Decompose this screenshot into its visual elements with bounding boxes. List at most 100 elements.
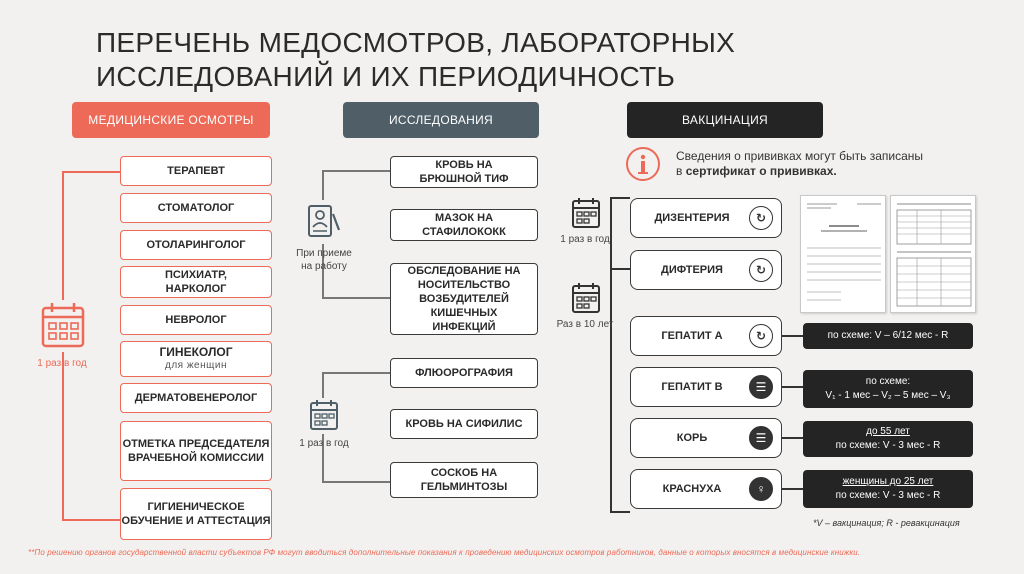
scheme-text-1: по схеме:	[865, 376, 911, 387]
research-item-label-3: ВОЗБУДИТЕЛЕЙ	[419, 293, 509, 305]
person-icon: ♀	[749, 477, 773, 501]
vaccination-bracket-year-line	[610, 197, 612, 269]
refresh-icon: ↻	[749, 206, 773, 230]
research-item-syphilis: КРОВЬ НА СИФИЛИС	[390, 409, 538, 439]
research-year-label: 1 раз в год	[299, 438, 349, 449]
vaccination-item-diphtheria: ДИФТЕРИЯ ↻	[630, 250, 782, 290]
research-item-label: ФЛЮОРОГРАФИЯ	[415, 367, 513, 379]
vaccination-bracket-10-line	[610, 270, 612, 512]
research-item-fluorography: ФЛЮОРОГРАФИЯ	[390, 358, 538, 388]
certificate-table-illustration	[896, 203, 972, 307]
research-hire-label: При приеме на работу	[286, 247, 362, 273]
vaccination-item-label: ДИФТЕРИЯ	[661, 264, 723, 276]
connector-hepatitis-a	[782, 335, 803, 337]
vaccination-info-line-1: Сведения о прививках могут быть записаны	[676, 149, 924, 163]
medical-item-label: ГИНЕКОЛОГ	[159, 345, 233, 359]
scheme-hepatitis-b: по схеме: V₁ - 1 мес – V₂ – 5 мес – V₃	[803, 370, 973, 408]
connector-rubella	[782, 488, 803, 490]
refresh-icon: ↻	[749, 324, 773, 348]
vaccination-year-icon-wrap	[568, 196, 604, 232]
info-icon	[626, 147, 660, 181]
vaccination-item-rubella: КРАСНУХА ♀	[630, 469, 782, 509]
medical-item-label: ОТОЛАРИНГОЛОГ	[146, 239, 246, 251]
medical-item-label-2: НАРКОЛОГ	[165, 283, 227, 295]
legend-note: *V – вакцинация; R - ревакцинация	[813, 518, 960, 528]
certificate-illustration	[807, 203, 881, 301]
research-bracket-year-top	[322, 372, 390, 374]
vaccination-item-label: ГЕПАТИТ В	[661, 381, 723, 393]
page-title: ПЕРЕЧЕНЬ МЕДОСМОТРОВ, ЛАБОРАТОРНЫХ ИССЛЕ…	[96, 26, 735, 94]
research-item-label: МАЗОК НА	[434, 212, 494, 224]
refresh-icon: ↻	[749, 258, 773, 282]
vaccination-item-hepatitis-b: ГЕПАТИТ В ☰	[630, 367, 782, 407]
scheme-text-2: V₁ - 1 мес – V₂ – 5 мес – V₃	[825, 390, 951, 401]
medical-item-label: ТЕРАПЕВТ	[167, 165, 225, 177]
research-bracket-hire-top	[322, 170, 390, 172]
document-person-icon	[308, 205, 341, 237]
stack-icon: ☰	[749, 426, 773, 450]
research-item-label: КРОВЬ НА СИФИЛИС	[405, 418, 523, 430]
info-icon-wrap	[625, 146, 661, 182]
vaccination-10-label: Раз в 10 лет	[556, 319, 614, 330]
research-item-staph: МАЗОК НА СТАФИЛОКОКК	[390, 209, 538, 241]
vaccination-info-prefix: в	[676, 164, 686, 178]
medical-item-label: ПСИХИАТР,	[165, 269, 227, 281]
research-hire-icon-wrap	[303, 200, 343, 244]
vaccination-10-icon-wrap	[568, 281, 604, 317]
medical-item-dentist: СТОМАТОЛОГ	[120, 193, 272, 223]
medical-bracket-bottom	[62, 519, 120, 521]
medical-item-gynecologist: ГИНЕКОЛОГ для женщин	[120, 341, 272, 377]
connector-hepatitis-b	[782, 386, 803, 388]
research-item-label-2: НОСИТЕЛЬСТВО	[417, 279, 511, 291]
medical-item-neurologist: НЕВРОЛОГ	[120, 305, 272, 335]
research-item-label: СОСКОБ НА	[430, 467, 498, 479]
research-hire-line-1: При приеме	[296, 248, 352, 259]
scheme-text-1: женщины до 25 лет	[842, 476, 934, 487]
medical-item-dermatologist: ДЕРМАТОВЕНЕРОЛОГ	[120, 383, 272, 413]
research-bracket-year-bottom	[322, 481, 390, 483]
medical-item-label: СТОМАТОЛОГ	[157, 202, 235, 214]
vaccination-info-bold: сертификат о прививках.	[685, 164, 837, 178]
research-bracket-hire-bottom	[322, 297, 390, 299]
research-item-label-2: ГЕЛЬМИНТОЗЫ	[420, 481, 508, 493]
medical-item-commission: ОТМЕТКА ПРЕДСЕДАТЕЛЯ ВРАЧЕБНОЙ КОМИССИИ	[120, 421, 272, 481]
stack-icon: ☰	[749, 375, 773, 399]
research-item-label-2: СТАФИЛОКОКК	[422, 226, 506, 238]
calendar-icon	[310, 400, 338, 430]
scheme-hepatitis-a: по схеме: V – 6/12 мес - R	[803, 323, 973, 349]
medical-item-sub: для женщин	[165, 360, 227, 371]
footnote: **По решению органов государственной вла…	[28, 548, 861, 557]
calendar-icon	[572, 283, 600, 313]
medical-item-label: ДЕРМАТОВЕНЕРОЛОГ	[134, 392, 258, 404]
vaccination-item-label: КРАСНУХА	[662, 483, 722, 495]
research-item-intestinal: ОБСЛЕДОВАНИЕ НА НОСИТЕЛЬСТВО ВОЗБУДИТЕЛЕ…	[390, 263, 538, 335]
scheme-text: по схеме: V – 6/12 мес - R	[827, 330, 949, 341]
vaccination-item-hepatitis-a: ГЕПАТИТ А ↻	[630, 316, 782, 356]
research-hire-line-2: на работу	[301, 261, 347, 272]
vaccination-info: Сведения о прививках могут быть записаны…	[676, 149, 966, 179]
title-line-2: ИССЛЕДОВАНИЙ И ИХ ПЕРИОДИЧНОСТЬ	[96, 61, 676, 92]
medical-item-hygiene: ГИГИЕНИЧЕСКОЕ ОБУЧЕНИЕ И АТТЕСТАЦИЯ	[120, 488, 272, 540]
certificate-image-right	[890, 195, 976, 313]
research-item-label: ОБСЛЕДОВАНИЕ НА	[407, 265, 521, 277]
title-line-1: ПЕРЕЧЕНЬ МЕДОСМОТРОВ, ЛАБОРАТОРНЫХ	[96, 27, 736, 58]
research-year-icon-wrap	[305, 398, 343, 434]
medical-item-label-2: ВРАЧЕБНОЙ КОМИССИИ	[128, 452, 264, 464]
research-item-label-4: КИШЕЧНЫХ	[430, 307, 498, 319]
vaccination-info-line-2: в сертификат о прививках.	[676, 164, 966, 179]
calendar-icon	[41, 303, 85, 348]
medical-period-label: 1 раз в год	[37, 358, 87, 369]
medical-item-psychiatrist: ПСИХИАТР, НАРКОЛОГ	[120, 266, 272, 298]
certificate-image-left	[800, 195, 886, 313]
scheme-text-2: по схеме: V - 3 мес - R	[835, 440, 941, 451]
scheme-measles: до 55 лет по схеме: V - 3 мес - R	[803, 421, 973, 457]
medical-item-label: ГИГИЕНИЧЕСКОЕ	[147, 501, 245, 513]
research-item-typhoid: КРОВЬ НА БРЮШНОЙ ТИФ	[390, 156, 538, 188]
medical-item-label: НЕВРОЛОГ	[165, 314, 227, 326]
vaccination-item-label: ГЕПАТИТ А	[661, 330, 723, 342]
vaccination-item-measles: КОРЬ ☰	[630, 418, 782, 458]
medical-item-ent: ОТОЛАРИНГОЛОГ	[120, 230, 272, 260]
research-header: ИССЛЕДОВАНИЯ	[343, 102, 539, 138]
vaccination-item-dysentery: ДИЗЕНТЕРИЯ ↻	[630, 198, 782, 238]
scheme-text-2: по схеме: V - 3 мес - R	[835, 490, 941, 501]
